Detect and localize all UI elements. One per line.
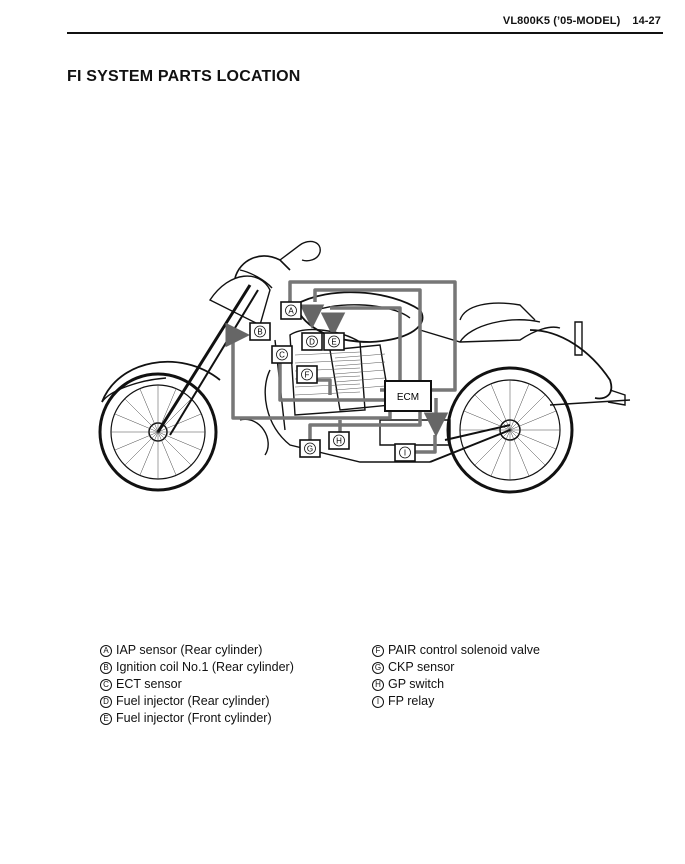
svg-text:B: B	[257, 328, 262, 337]
legend-text-d: Fuel injector (Rear cylinder)	[116, 694, 270, 708]
svg-text:H: H	[336, 437, 342, 446]
marker-D: D	[301, 332, 323, 351]
svg-text:D: D	[309, 338, 315, 347]
legend-key-f: F	[372, 644, 384, 657]
legend-item-i: I FP relay	[372, 693, 540, 710]
ecm-unit: ECM	[384, 380, 432, 412]
marker-E: E	[323, 332, 345, 351]
legend-key-h: H	[372, 678, 384, 691]
svg-text:A: A	[288, 307, 294, 316]
engine-fins	[294, 351, 386, 396]
marker-F: F	[296, 365, 318, 384]
legend-text-g: CKP sensor	[388, 660, 455, 674]
legend-right: F PAIR control solenoid valve G CKP sens…	[372, 642, 540, 710]
legend-item-g: G CKP sensor	[372, 659, 540, 676]
legend-key-e: E	[100, 712, 112, 725]
legend-key-i: I	[372, 695, 384, 708]
svg-text:C: C	[279, 351, 285, 360]
header-model: VL800K5 (’05-MODEL)	[502, 15, 621, 27]
legend-text-f: PAIR control solenoid valve	[388, 643, 540, 657]
legend-item-d: D Fuel injector (Rear cylinder)	[100, 693, 294, 710]
page-title: FI SYSTEM PARTS LOCATION	[67, 68, 301, 85]
legend-key-a: A	[100, 644, 112, 657]
legend-item-c: C ECT sensor	[100, 676, 294, 693]
svg-text:G: G	[307, 445, 313, 454]
ecm-label: ECM	[397, 392, 419, 403]
marker-I: I	[394, 443, 416, 462]
motorcycle-diagram: ECM A B C D E F G H	[98, 240, 631, 494]
svg-text:E: E	[331, 338, 336, 347]
legend-item-e: E Fuel injector (Front cylinder)	[100, 710, 294, 727]
marker-B: B	[249, 322, 271, 341]
legend-text-h: GP switch	[388, 677, 445, 691]
legend-item-f: F PAIR control solenoid valve	[372, 642, 540, 659]
legend-key-c: C	[100, 678, 112, 691]
header-page-number: 14-27	[632, 15, 661, 27]
wiring-lines	[225, 280, 457, 454]
legend-text-i: FP relay	[388, 694, 435, 708]
marker-C: C	[271, 345, 293, 364]
legend-text-a: IAP sensor (Rear cylinder)	[116, 643, 263, 657]
legend-item-b: B Ignition coil No.1 (Rear cylinder)	[100, 659, 294, 676]
page-header: VL800K5 (’05-MODEL) 14-27	[67, 12, 663, 34]
legend-item-h: H GP switch	[372, 676, 540, 693]
legend-key-g: G	[372, 661, 384, 674]
legend-key-d: D	[100, 695, 112, 708]
marker-H: H	[328, 431, 350, 450]
svg-text:F: F	[305, 371, 310, 380]
legend-key-b: B	[100, 661, 112, 674]
marker-G: G	[299, 439, 321, 458]
header-rule	[67, 32, 663, 34]
legend-item-a: A IAP sensor (Rear cylinder)	[100, 642, 294, 659]
legend-left: A IAP sensor (Rear cylinder) B Ignition …	[100, 642, 294, 727]
svg-text:I: I	[404, 449, 406, 458]
header-text: VL800K5 (’05-MODEL) 14-27	[503, 15, 661, 27]
motorcycle-body	[101, 240, 631, 463]
legend-text-e: Fuel injector (Front cylinder)	[116, 711, 272, 725]
legend-text-b: Ignition coil No.1 (Rear cylinder)	[116, 660, 294, 674]
marker-A: A	[280, 301, 302, 320]
legend-text-c: ECT sensor	[116, 677, 182, 691]
